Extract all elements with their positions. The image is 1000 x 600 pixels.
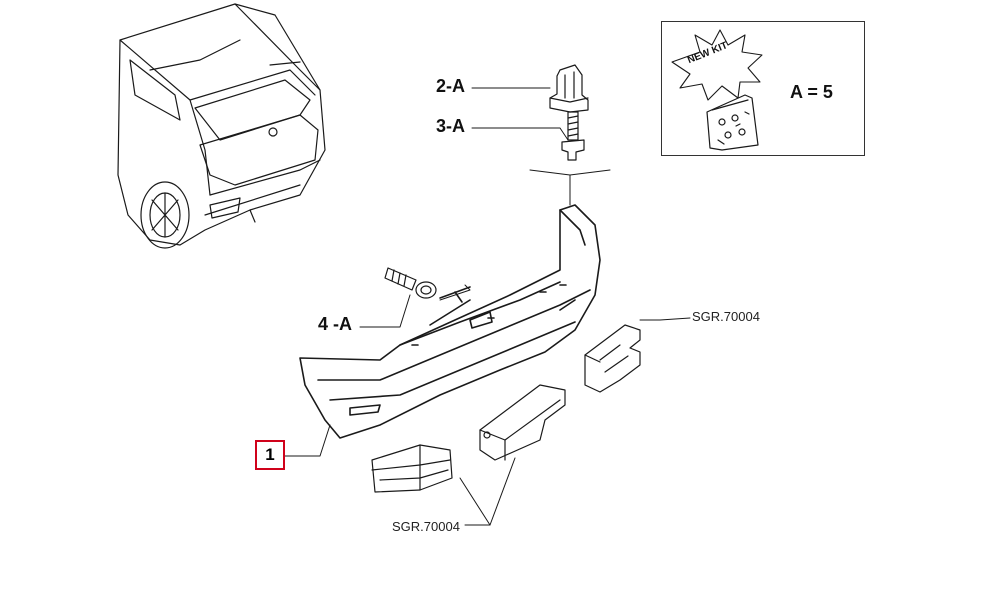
callout-1-highlight[interactable]: 1 [255,440,285,470]
kit-quantity: A = 5 [790,82,833,102]
callout-3a[interactable]: 3-A [436,116,466,136]
new-kit-starburst-icon [671,29,763,101]
callout-4a[interactable]: 4 -A [318,314,353,334]
center-bracket [479,384,566,461]
callout-1: 1 [265,445,275,464]
screw-part-3a [561,111,585,161]
lower-left-bracket [371,444,453,493]
right-bracket [584,324,641,393]
kit-box-frame [661,21,865,156]
sgr-reference-right[interactable]: SGR.70004 [692,309,760,324]
leader-lines [284,87,691,526]
bumper-part-1 [299,204,601,439]
clip-part-2a [549,64,589,113]
sgr-reference-bottom[interactable]: SGR.70004 [392,519,460,534]
callout-2a[interactable]: 2-A [436,76,466,96]
bolt-part-4a [384,267,437,299]
kit-bag-icon [706,94,759,151]
car-illustration [117,3,326,249]
